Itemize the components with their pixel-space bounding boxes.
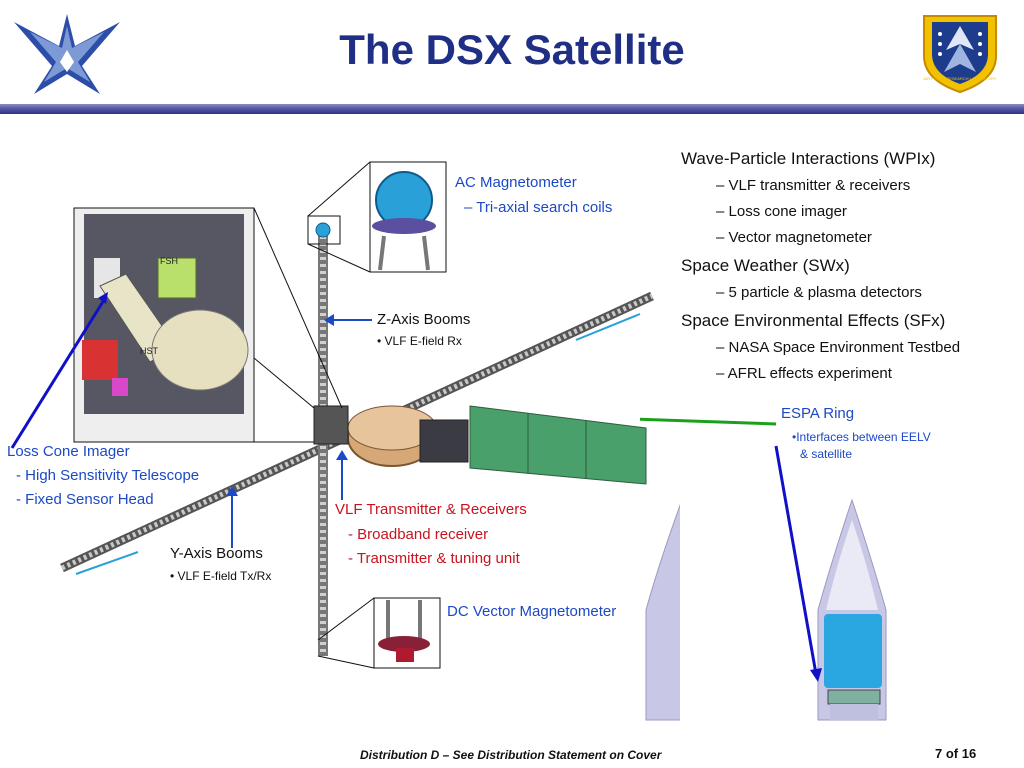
experiment-sub: – Vector magnetometer	[716, 229, 872, 246]
ac-magnetometer-sub: – Tri-axial search coils	[464, 199, 613, 216]
espa-ring-sub2: & satellite	[800, 447, 853, 461]
z-axis-booms-label: Z-Axis Booms	[377, 311, 471, 328]
solar-panel	[469, 405, 647, 485]
z-axis-boom	[315, 222, 331, 656]
experiment-heading: Space Environmental Effects (SFx)	[681, 311, 946, 330]
callout-lines	[10, 292, 641, 575]
vlf-sub-receiver: - Broadband receiver	[348, 526, 489, 543]
vlf-sub-transmitter: - Transmitter & tuning unit	[348, 550, 520, 567]
satellite-body	[313, 405, 469, 467]
experiment-sub: – Loss cone imager	[716, 203, 847, 220]
loss-cone-sub-telescope: - High Sensitivity Telescope	[16, 467, 200, 484]
espa-ring-sub1: •Interfaces between EELV	[792, 430, 931, 444]
espa-ring-label: ESPA Ring	[781, 405, 855, 422]
launch-fairing	[645, 504, 680, 721]
experiment-heading: Wave-Particle Interactions (WPIx)	[681, 149, 936, 168]
experiment-heading: Space Weather (SWx)	[681, 256, 850, 275]
loss-cone-inset: FSH HST	[73, 207, 343, 443]
vlf-label: VLF Transmitter & Receivers	[335, 501, 527, 518]
y-axis-booms-sub: • VLF E-field Tx/Rx	[170, 569, 272, 583]
hst-label: HST	[140, 346, 159, 356]
page-number: 7 of 16	[935, 746, 977, 761]
y-axis-booms-label: Y-Axis Booms	[170, 545, 263, 562]
experiment-sub: – AFRL effects experiment	[716, 365, 892, 382]
loss-cone-sub-head: - Fixed Sensor Head	[16, 491, 154, 508]
page-title: The DSX Satellite	[339, 26, 685, 73]
afrl-shield-icon: AIR FORCE RESEARCH LABORATORY	[923, 15, 997, 94]
fsh-label: FSH	[160, 256, 178, 266]
air-force-logo	[12, 6, 122, 100]
ac-magnetometer-inset	[307, 161, 447, 273]
z-axis-booms-sub: • VLF E-field Rx	[377, 334, 462, 348]
distribution-statement: Distribution D – See Distribution Statem…	[360, 748, 662, 762]
dc-magnetometer-label: DC Vector Magnetometer	[447, 603, 617, 620]
header-divider	[0, 104, 1024, 114]
afrl-logo: AIR FORCE RESEARCH LABORATORY	[918, 10, 1002, 94]
experiment-sub: – NASA Space Environment Testbed	[716, 339, 961, 356]
air-force-wings-icon	[14, 14, 120, 94]
satellite-diagram: FSH HST	[10, 161, 680, 721]
afrl-logo-text: AIR FORCE RESEARCH LABORATORY	[923, 76, 996, 81]
loss-cone-imager-label: Loss Cone Imager	[7, 443, 130, 460]
experiment-sub: – 5 particle & plasma detectors	[716, 284, 922, 301]
dc-magnetometer-inset	[317, 597, 441, 669]
ac-magnetometer-label: AC Magnetometer	[455, 174, 577, 191]
experiment-sub: – VLF transmitter & receivers	[716, 177, 911, 194]
espa-pointer	[640, 417, 887, 721]
